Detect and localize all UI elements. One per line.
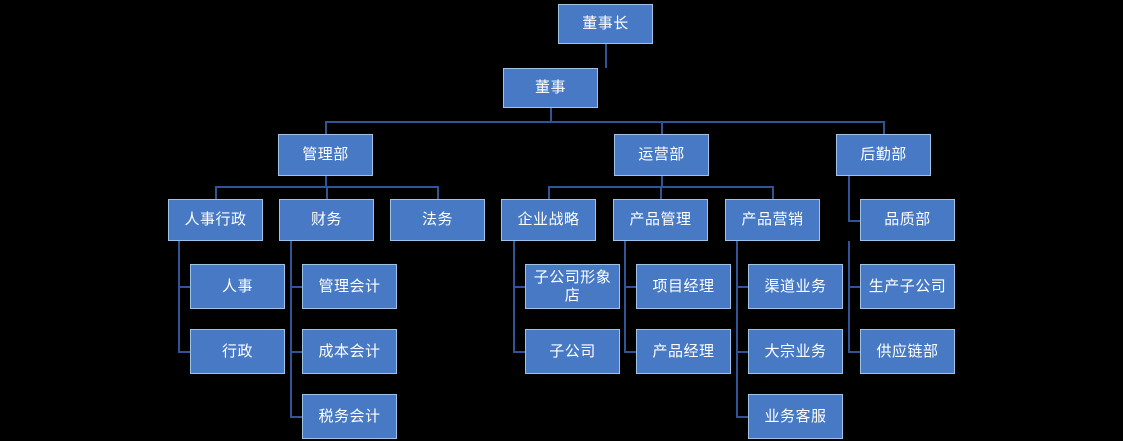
node-label: 税务会计 <box>318 407 381 425</box>
connector-c-strategy-up <box>548 186 550 200</box>
connector-c-chairman-down <box>605 44 607 68</box>
node-label: 大宗业务 <box>764 342 827 360</box>
node-hr-admin[interactable]: 人事行政 <box>168 199 263 241</box>
node-label: 管理部 <box>302 146 349 164</box>
connector-c-management-up <box>325 121 327 135</box>
node-finance[interactable]: 财务 <box>279 199 374 241</box>
node-subsidiary[interactable]: 子公司 <box>525 329 620 374</box>
node-logistics[interactable]: 后勤部 <box>836 134 931 176</box>
node-product-mgr[interactable]: 产品经理 <box>636 329 731 374</box>
connector-c-logistics-spine <box>848 176 850 220</box>
connector-c-prodmgr-in <box>624 351 637 353</box>
node-quality[interactable]: 品质部 <box>860 199 955 241</box>
node-prod-sub[interactable]: 生产子公司 <box>860 264 955 309</box>
connector-c-bulk-in <box>736 351 749 353</box>
connector-c-prodmkt-up <box>772 186 774 200</box>
connector-c-operations-up <box>661 121 663 135</box>
node-label: 供应链部 <box>876 342 939 360</box>
connector-c-admin-in <box>178 351 191 353</box>
node-label: 后勤部 <box>860 146 907 164</box>
connector-c-bizservice-in <box>736 416 749 418</box>
connector-c-admin-spine <box>178 286 180 352</box>
connector-c-costacct-in <box>290 351 303 353</box>
connector-c-substore-in <box>513 286 526 288</box>
node-project-mgr[interactable]: 项目经理 <box>636 264 731 309</box>
connector-c-legal-up <box>437 186 439 200</box>
connector-c-logistics-up <box>883 121 885 135</box>
node-label: 企业战略 <box>517 211 580 229</box>
node-product-mgmt[interactable]: 产品管理 <box>613 199 708 241</box>
node-label: 董事长 <box>582 15 629 33</box>
node-label: 管理会计 <box>318 277 381 295</box>
connector-c-hr-admin-up <box>215 186 217 200</box>
node-chairman[interactable]: 董事长 <box>558 4 653 44</box>
connector-c-hr-spine <box>178 241 180 287</box>
node-strategy[interactable]: 企业战略 <box>501 199 596 241</box>
connector-c-quality-spine <box>848 241 850 352</box>
node-label: 产品经理 <box>652 342 715 360</box>
node-label: 渠道业务 <box>764 277 827 295</box>
node-channel-biz[interactable]: 渠道业务 <box>748 264 843 309</box>
node-label: 生产子公司 <box>868 277 947 295</box>
connector-c-prodsub-in <box>848 286 861 288</box>
node-label: 成本会计 <box>318 342 381 360</box>
node-admin[interactable]: 行政 <box>190 329 285 374</box>
node-label: 项目经理 <box>652 277 715 295</box>
connector-c-mgmt-down <box>325 176 327 187</box>
connector-c-prodmgmt-spine <box>624 241 626 352</box>
connector-c-prodmgmt-up <box>660 186 662 200</box>
node-label: 业务客服 <box>764 407 827 425</box>
connector-c-hr-in <box>178 286 191 288</box>
node-label: 子公司 <box>549 342 596 360</box>
node-cost-acct[interactable]: 成本会计 <box>302 329 397 374</box>
node-supply-chain[interactable]: 供应链部 <box>860 329 955 374</box>
node-biz-service[interactable]: 业务客服 <box>748 394 843 439</box>
connector-c-taxacct-in <box>290 416 303 418</box>
node-label: 财务 <box>310 211 342 229</box>
node-label: 产品管理 <box>629 211 692 229</box>
connector-c-strat-spine <box>513 241 515 352</box>
connector-c-fin-spine <box>290 241 292 287</box>
node-director[interactable]: 董事 <box>503 68 598 108</box>
node-label: 品质部 <box>884 211 931 229</box>
connector-c-prodmkt-spine <box>736 241 738 417</box>
node-operations[interactable]: 运营部 <box>614 134 709 176</box>
node-label: 法务 <box>421 211 453 229</box>
node-management[interactable]: 管理部 <box>278 134 373 176</box>
connector-c-sub-in <box>513 351 526 353</box>
node-label: 运营部 <box>638 146 685 164</box>
connector-c-quality-in <box>848 220 861 222</box>
node-sub-image-store[interactable]: 子公司形象店 <box>525 264 620 309</box>
node-product-mkt[interactable]: 产品营销 <box>725 199 820 241</box>
connector-c-channel-in <box>736 286 749 288</box>
node-legal[interactable]: 法务 <box>390 199 485 241</box>
node-label: 子公司形象店 <box>533 269 612 304</box>
connector-c-supply-in <box>848 351 861 353</box>
node-tax-acct[interactable]: 税务会计 <box>302 394 397 439</box>
node-label: 产品营销 <box>741 211 804 229</box>
connector-c-ops-down <box>661 176 663 187</box>
node-bulk-biz[interactable]: 大宗业务 <box>748 329 843 374</box>
node-label: 行政 <box>221 342 253 360</box>
node-hr[interactable]: 人事 <box>190 264 285 309</box>
connector-c-level2-bus <box>325 121 884 123</box>
node-label: 人事行政 <box>184 211 247 229</box>
node-label: 人事 <box>221 277 253 295</box>
node-mgmt-acct[interactable]: 管理会计 <box>302 264 397 309</box>
node-label: 董事 <box>534 79 566 97</box>
connector-c-finance-up <box>326 186 328 200</box>
connector-c-director-down <box>550 108 552 122</box>
connector-c-mgmtacct-in <box>290 286 303 288</box>
connector-c-projmgr-in <box>624 286 637 288</box>
